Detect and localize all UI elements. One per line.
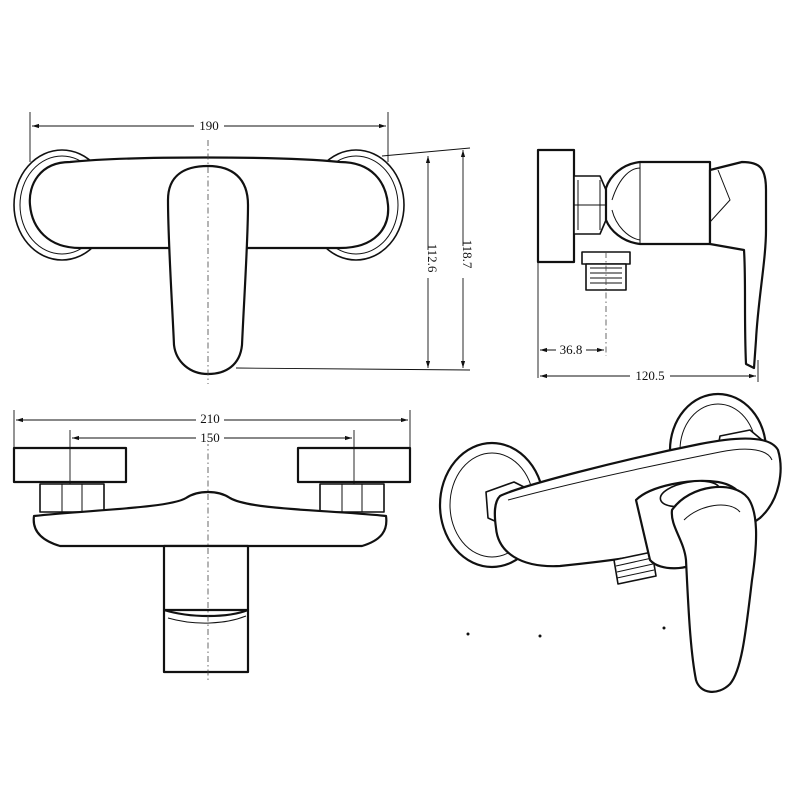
dim-label-bg bbox=[420, 250, 436, 278]
speck bbox=[538, 634, 542, 638]
speck bbox=[662, 626, 666, 630]
speck bbox=[466, 632, 470, 636]
dim-label-bg bbox=[196, 430, 224, 444]
dim-label-top-width: 190 bbox=[199, 118, 219, 133]
iso-thread bbox=[616, 563, 654, 573]
side-handle bbox=[708, 160, 768, 370]
side-view: 36.8 120.5 bbox=[536, 148, 768, 383]
dim-label-side-depth: 120.5 bbox=[635, 368, 664, 383]
dim-ext bbox=[235, 367, 471, 371]
front-view: 190 112.6 118.7 bbox=[13, 112, 475, 384]
lever-edge bbox=[167, 615, 247, 624]
handle-edge bbox=[709, 169, 731, 223]
iso-body-edge bbox=[507, 448, 773, 501]
top-view: 210 150 bbox=[12, 410, 412, 680]
top-handle-lever bbox=[162, 608, 250, 674]
dim-label-outer-height: 118.7 bbox=[460, 240, 475, 269]
iso-lever-edge bbox=[683, 504, 741, 521]
iso-thread bbox=[616, 569, 655, 579]
top-left-nut bbox=[39, 483, 105, 513]
dim-label-bg bbox=[455, 246, 471, 278]
dim-ext bbox=[381, 147, 471, 157]
top-handle-stem bbox=[162, 544, 250, 612]
iso-thread bbox=[615, 557, 653, 567]
dim-label-outlet-offset: 36.8 bbox=[560, 342, 583, 357]
lever-handle bbox=[166, 164, 250, 376]
dim-label-bg bbox=[556, 342, 586, 356]
dim-label-bg bbox=[196, 411, 224, 425]
iso-lever bbox=[670, 485, 758, 693]
top-body bbox=[32, 490, 388, 548]
dim-label-bg bbox=[194, 116, 224, 132]
wall-plate bbox=[536, 148, 576, 264]
top-right-nut bbox=[319, 483, 385, 513]
dim-label-bottom-width: 210 bbox=[200, 411, 220, 426]
dim-label-bg bbox=[630, 368, 670, 382]
dim-label-bottom-inner-width: 150 bbox=[200, 430, 220, 445]
side-body bbox=[604, 160, 712, 246]
isometric-view bbox=[438, 392, 782, 693]
dim-label-inner-height: 112.6 bbox=[425, 244, 440, 273]
